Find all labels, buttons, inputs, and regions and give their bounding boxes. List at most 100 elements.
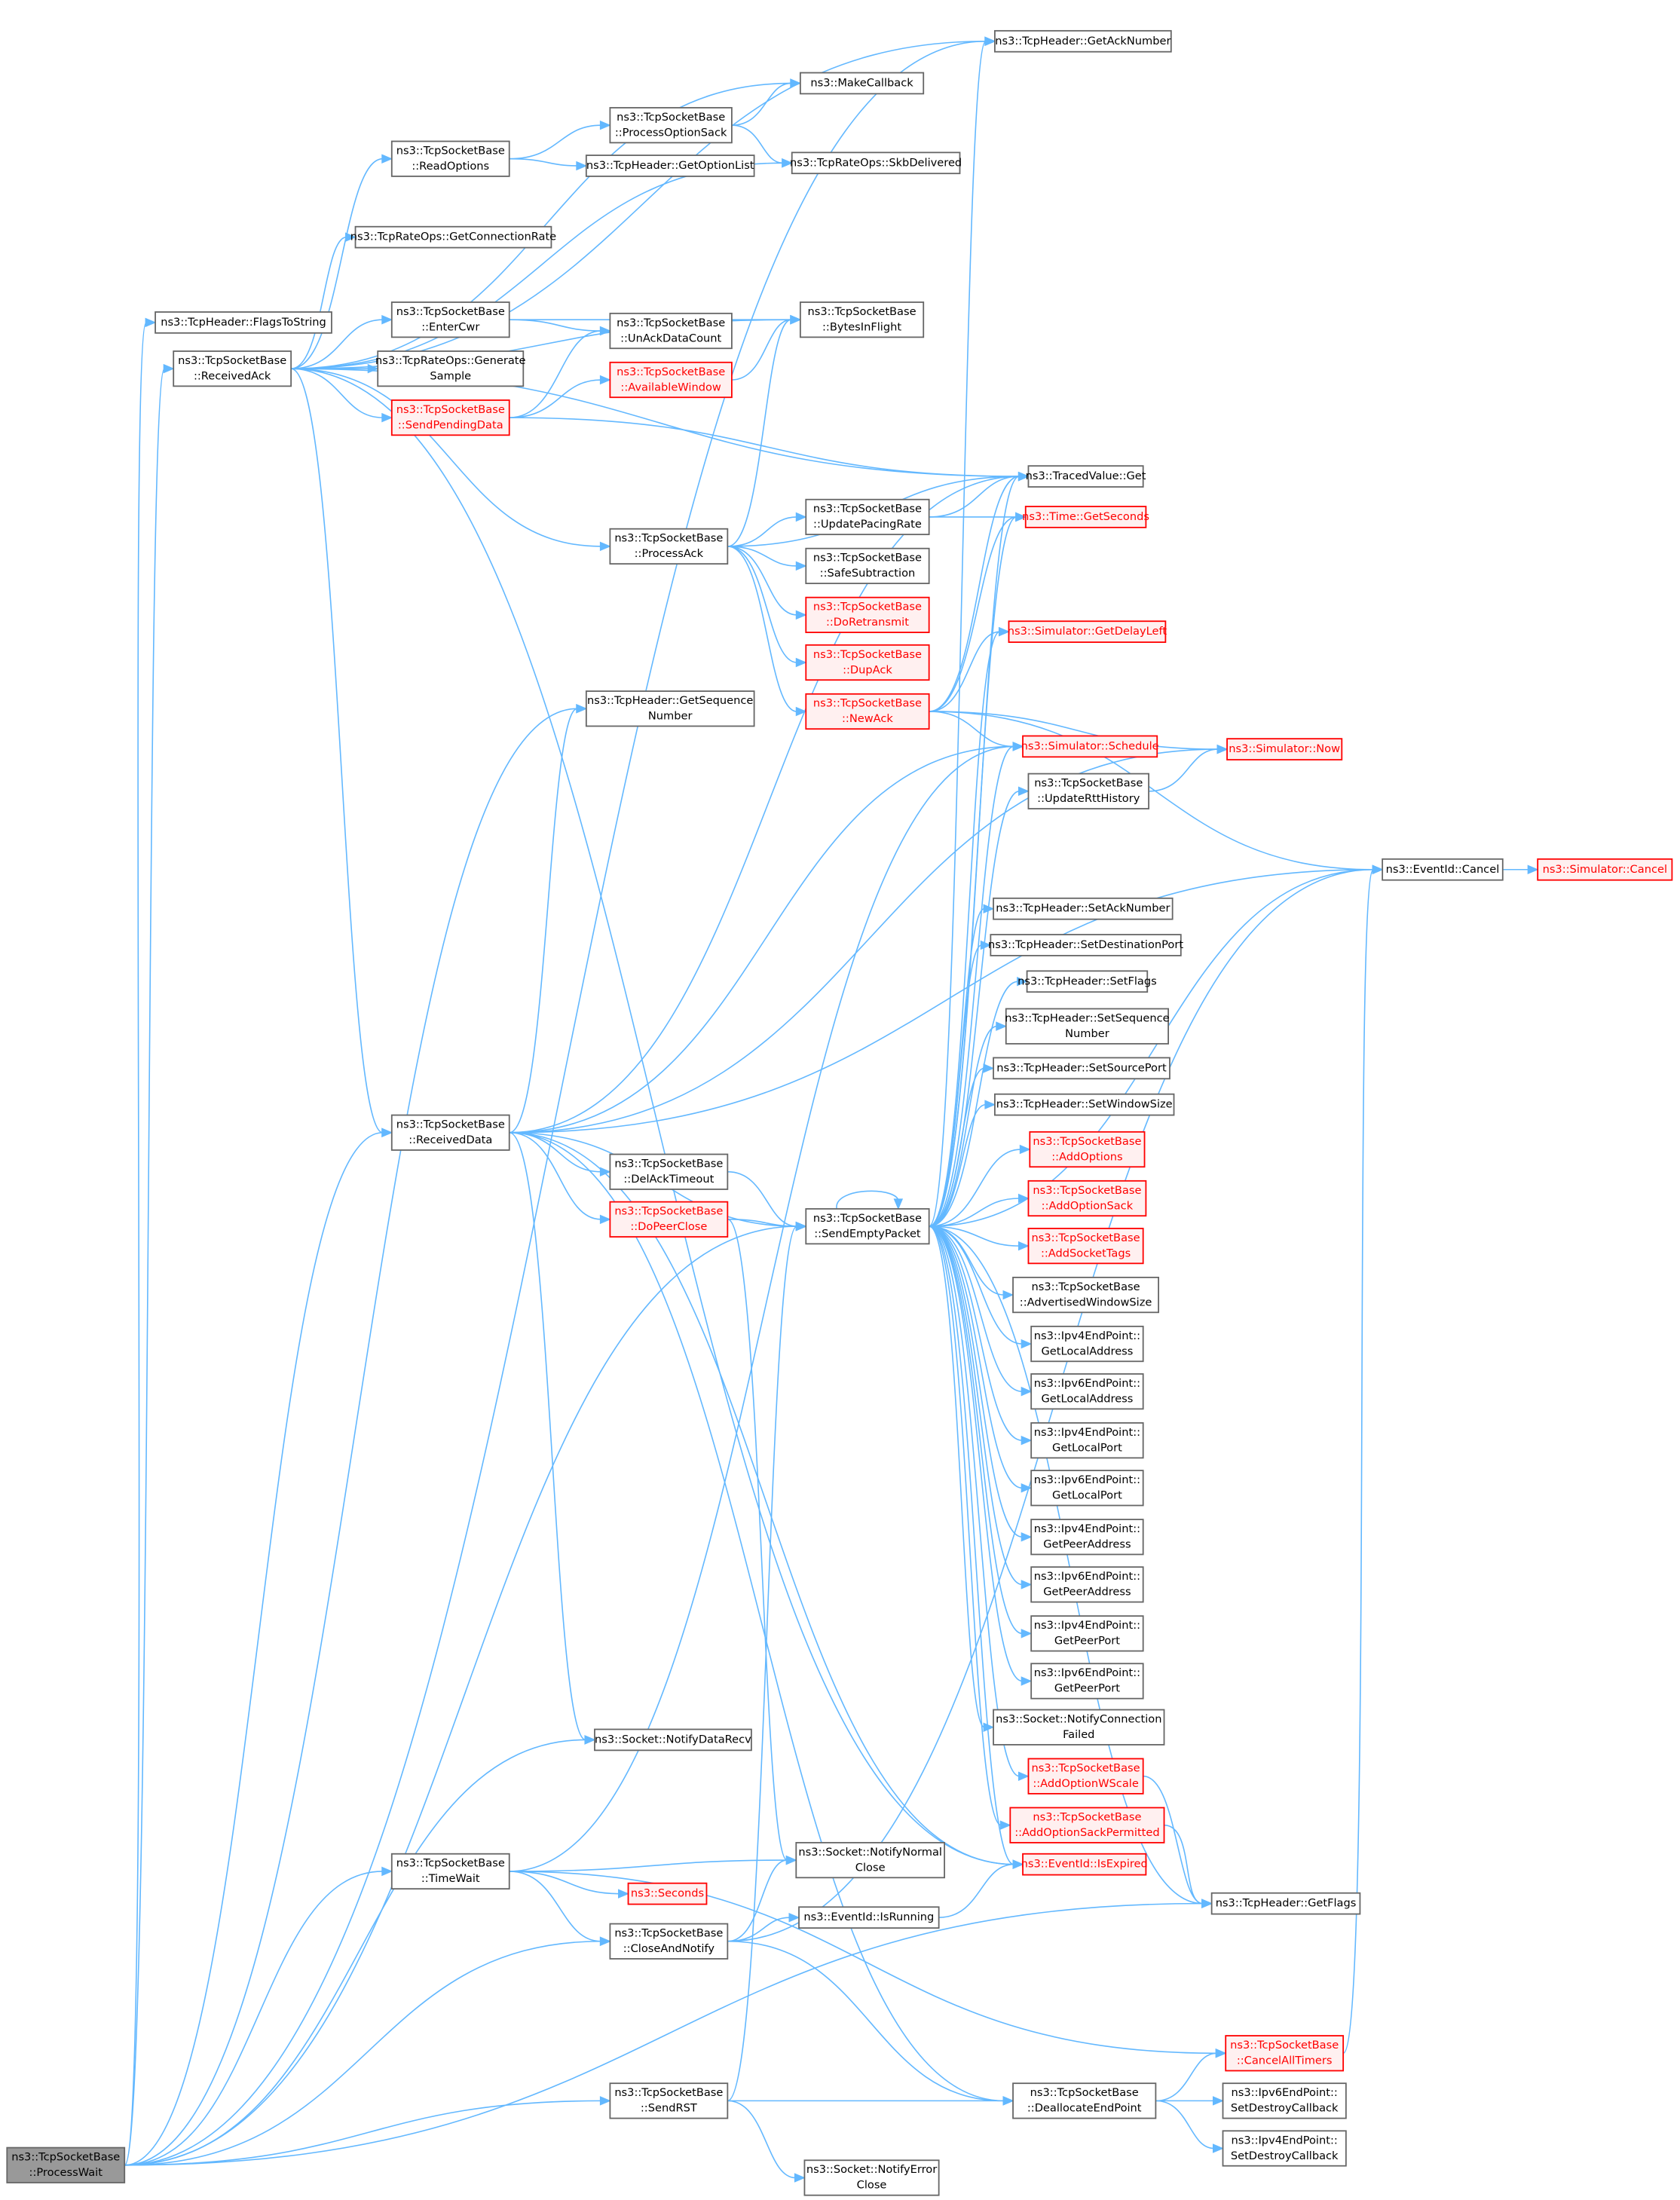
node-box	[805, 693, 930, 730]
node-label: ns3::TcpSocketBase	[1033, 1184, 1141, 1197]
node-safe-subtraction[interactable]: ns3::TcpSocketBase::SafeSubtraction	[805, 547, 930, 585]
node-update-pacing-rate[interactable]: ns3::TcpSocketBase::UpdatePacingRate	[805, 498, 930, 536]
arrowhead	[1021, 1532, 1033, 1542]
node-del-ack-timeout[interactable]: ns3::TcpSocketBase::DelAckTimeout	[609, 1153, 729, 1190]
node-set-window-size[interactable]: ns3::TcpHeader::SetWindowSize	[994, 1093, 1175, 1116]
node-label: ns3::Simulator::GetDelayLeft	[1008, 625, 1167, 638]
node-simulator-now[interactable]: ns3::Simulator::Now	[1226, 738, 1343, 760]
node-label: ns3::Time::GetSeconds	[1022, 510, 1149, 523]
node-label: ns3::TcpSocketBase	[1030, 2086, 1139, 2099]
node-ipv6-get-peer-port[interactable]: ns3::Ipv6EndPoint::GetPeerPort	[1030, 1663, 1144, 1700]
node-update-rtt-history[interactable]: ns3::TcpSocketBase::UpdateRttHistory	[1027, 773, 1150, 809]
node-box	[6, 2146, 126, 2183]
node-add-option-sack-permitted[interactable]: ns3::TcpSocketBase::AddOptionSackPermitt…	[1009, 1807, 1165, 1844]
call-edge-send-empty-packet-to-ipv4-get-local-port	[929, 1225, 1033, 1446]
node-send-empty-packet[interactable]: ns3::TcpSocketBase::SendEmptyPacket	[805, 1208, 930, 1245]
node-send-pending-data[interactable]: ns3::TcpSocketBase::SendPendingData	[390, 399, 510, 436]
node-label: ::ProcessAck	[635, 547, 704, 560]
node-label: GetPeerAddress	[1043, 1586, 1131, 1599]
node-get-delay-left[interactable]: ns3::Simulator::GetDelayLeft	[1008, 620, 1167, 643]
node-label: ::CancelAllTimers	[1237, 2055, 1333, 2067]
node-ipv6-get-peer-address[interactable]: ns3::Ipv6EndPoint::GetPeerAddress	[1030, 1566, 1144, 1603]
node-event-id-is-expired[interactable]: ns3::EventId::IsExpired	[1021, 1853, 1148, 1876]
node-ipv4-get-peer-port[interactable]: ns3::Ipv4EndPoint::GetPeerPort	[1030, 1615, 1144, 1652]
call-edge-cancel-all-timers-to-event-id-cancel	[1342, 864, 1384, 2055]
node-box	[1030, 1373, 1144, 1410]
node-box	[1222, 2130, 1347, 2167]
node-set-source-port[interactable]: ns3::TcpHeader::SetSourcePort	[993, 1057, 1170, 1080]
node-do-peer-close[interactable]: ns3::TcpSocketBase::DoPeerClose	[609, 1201, 729, 1238]
node-new-ack[interactable]: ns3::TcpSocketBase::NewAck	[805, 693, 930, 730]
arrowhead	[795, 706, 807, 717]
node-cancel-all-timers[interactable]: ns3::TcpSocketBase::CancelAllTimers	[1225, 2035, 1345, 2072]
node-traced-value-get[interactable]: ns3::TracedValue::Get	[1026, 465, 1146, 488]
node-label: ns3::TcpSocketBase	[813, 697, 922, 710]
node-ipv4-get-peer-address[interactable]: ns3::Ipv4EndPoint::GetPeerAddress	[1030, 1519, 1144, 1556]
node-time-get-seconds[interactable]: ns3::Time::GetSeconds	[1022, 506, 1149, 528]
node-event-id-is-running[interactable]: ns3::EventId::IsRunning	[798, 1906, 940, 1929]
node-label: ns3::Socket::NotifyConnection	[996, 1712, 1161, 1725]
node-make-callback[interactable]: ns3::MakeCallback	[799, 72, 925, 95]
node-dup-ack[interactable]: ns3::TcpSocketBase::DupAck	[805, 644, 930, 681]
node-received-data[interactable]: ns3::TcpSocketBase::ReceivedData	[390, 1114, 510, 1151]
node-send-rst[interactable]: ns3::TcpSocketBase::SendRST	[609, 2082, 729, 2119]
node-process-ack[interactable]: ns3::TcpSocketBase::ProcessAck	[609, 528, 729, 565]
node-label: ns3::Ipv4EndPoint::	[1232, 2134, 1338, 2146]
node-process-option-sack[interactable]: ns3::TcpSocketBase::ProcessOptionSack	[609, 107, 733, 144]
node-add-options[interactable]: ns3::TcpSocketBase::AddOptions	[1029, 1131, 1146, 1168]
arrowhead	[999, 1820, 1011, 1830]
arrowhead	[599, 1167, 611, 1176]
node-set-flags[interactable]: ns3::TcpHeader::SetFlags	[1017, 970, 1157, 993]
node-do-retransmit[interactable]: ns3::TcpSocketBase::DoRetransmit	[805, 596, 930, 633]
node-get-option-list[interactable]: ns3::TcpHeader::GetOptionList	[585, 155, 755, 177]
node-box	[1382, 858, 1504, 881]
node-set-destination-port[interactable]: ns3::TcpHeader::SetDestinationPort	[988, 934, 1183, 956]
node-label: ns3::TcpSocketBase	[617, 317, 725, 329]
node-ipv4-set-destroy-callback[interactable]: ns3::Ipv4EndPoint::SetDestroyCallback	[1222, 2130, 1347, 2167]
node-add-option-w-scale[interactable]: ns3::TcpSocketBase::AddOptionWScale	[1027, 1758, 1144, 1795]
node-close-and-notify[interactable]: ns3::TcpSocketBase::CloseAndNotify	[609, 1923, 729, 1960]
node-ipv4-get-local-port[interactable]: ns3::Ipv4EndPoint::GetLocalPort	[1030, 1422, 1144, 1459]
node-ipv4-get-local-address[interactable]: ns3::Ipv4EndPoint::GetLocalAddress	[1030, 1325, 1144, 1363]
node-get-connection-rate[interactable]: ns3::TcpRateOps::GetConnectionRate	[350, 225, 556, 249]
node-label: ::SendRST	[641, 2102, 697, 2115]
call-edge-event-id-is-running-to-event-id-is-expired	[938, 1859, 1024, 1918]
node-ipv6-get-local-address[interactable]: ns3::Ipv6EndPoint::GetLocalAddress	[1030, 1373, 1144, 1410]
node-seconds[interactable]: ns3::Seconds	[627, 1882, 708, 1905]
node-box	[390, 301, 510, 338]
node-un-ack-data-count[interactable]: ns3::TcpSocketBase::UnAckDataCount	[609, 312, 733, 350]
node-add-socket-tags[interactable]: ns3::TcpSocketBase::AddSocketTags	[1027, 1228, 1144, 1265]
node-simulator-schedule[interactable]: ns3::Simulator::Schedule	[1021, 735, 1159, 758]
node-box	[1210, 1892, 1361, 1915]
node-simulator-cancel[interactable]: ns3::Simulator::Cancel	[1537, 858, 1673, 881]
node-skb-delivered[interactable]: ns3::TcpRateOps::SkbDelivered	[790, 151, 962, 175]
node-deallocate-end-point[interactable]: ns3::TcpSocketBase::DeallocateEndPoint	[1012, 2082, 1157, 2119]
call-edge-send-pending-data-to-traced-value-get	[509, 417, 1030, 482]
node-available-window[interactable]: ns3::TcpSocketBase::AvailableWindow	[609, 361, 733, 399]
node-set-ack-number[interactable]: ns3::TcpHeader::SetAckNumber	[993, 897, 1174, 920]
node-label: ns3::TcpSocketBase	[813, 503, 922, 516]
node-event-id-cancel[interactable]: ns3::EventId::Cancel	[1382, 858, 1504, 881]
node-box	[609, 312, 733, 350]
node-add-option-sack[interactable]: ns3::TcpSocketBase::AddOptionSack	[1027, 1180, 1147, 1217]
node-ipv6-get-local-port[interactable]: ns3::Ipv6EndPoint::GetLocalPort	[1030, 1470, 1144, 1507]
node-bytes-in-flight[interactable]: ns3::TcpSocketBase::BytesInFlight	[799, 301, 925, 338]
node-notify-data-recv[interactable]: ns3::Socket::NotifyDataRecv	[594, 1728, 752, 1752]
node-read-options[interactable]: ns3::TcpSocketBase::ReadOptions	[390, 140, 510, 177]
node-label: ns3::TcpSocketBase	[1033, 1810, 1141, 1823]
node-enter-cwr[interactable]: ns3::TcpSocketBase::EnterCwr	[390, 301, 510, 338]
node-flags-to-string[interactable]: ns3::TcpHeader::FlagsToString	[155, 311, 332, 334]
node-time-wait[interactable]: ns3::TcpSocketBase::TimeWait	[390, 1853, 510, 1890]
node-get-ack-number[interactable]: ns3::TcpHeader::GetAckNumber	[994, 29, 1172, 53]
node-box	[1027, 465, 1144, 488]
node-get-flags[interactable]: ns3::TcpHeader::GetFlags	[1210, 1892, 1361, 1915]
node-ipv6-set-destroy-callback[interactable]: ns3::Ipv6EndPoint::SetDestroyCallback	[1222, 2082, 1347, 2119]
node-received-ack[interactable]: ns3::TcpSocketBase::ReceivedAck	[173, 350, 292, 387]
node-advertised-window-size[interactable]: ns3::TcpSocketBase::AdvertisedWindowSize	[1012, 1276, 1159, 1314]
